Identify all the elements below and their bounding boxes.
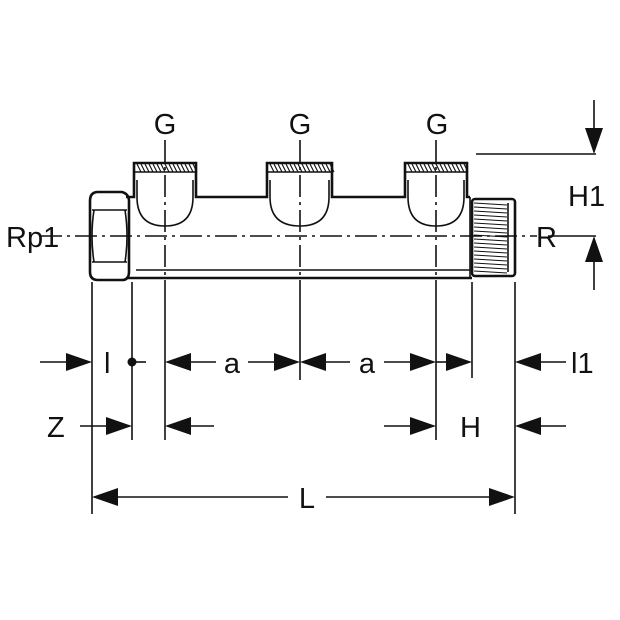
thread-hatch-line — [473, 246, 508, 250]
thread-hatch-line — [427, 163, 433, 173]
thread-hatch-line — [473, 218, 508, 222]
thread-hatch-line — [473, 266, 508, 270]
thread-hatch-line — [439, 163, 445, 173]
thread-hatch-line — [269, 163, 275, 173]
thread-hatch-line — [459, 163, 465, 173]
thread-hatch-line — [184, 163, 190, 173]
thread-hatch-line — [455, 163, 461, 173]
thread-hatch-line — [473, 226, 508, 230]
label-g-left: G — [154, 109, 177, 141]
thread-hatch-line — [176, 163, 182, 173]
thread-hatch-line — [463, 163, 469, 173]
thread-hatch-line — [309, 163, 315, 173]
thread-hatch-line — [435, 163, 441, 173]
outlet-thread-hatching — [134, 163, 469, 173]
label-h1: H1 — [568, 181, 605, 213]
thread-hatch-line — [473, 238, 508, 242]
thread-hatch-line — [281, 163, 287, 173]
label-l-total: L — [299, 483, 315, 515]
thread-hatch-line — [140, 163, 146, 173]
thread-hatch-line — [473, 270, 508, 274]
thread-hatch-line — [473, 262, 508, 266]
thread-hatch-line — [152, 163, 158, 173]
thread-hatch-line — [313, 163, 319, 173]
thread-hatch-line — [273, 163, 279, 173]
thread-hatch-line — [451, 163, 457, 173]
label-a-first: a — [224, 348, 241, 380]
thread-hatch-line — [473, 250, 508, 254]
male-thread-end — [470, 197, 517, 278]
thread-hatch-line — [325, 163, 331, 173]
thread-hatch-line — [473, 214, 508, 218]
label-g-middle: G — [289, 109, 312, 141]
thread-hatch-line — [473, 210, 508, 214]
thread-hatch-line — [301, 163, 307, 173]
thread-hatch-line — [293, 163, 299, 173]
label-h: H — [460, 412, 481, 444]
thread-hatch-line — [289, 163, 295, 173]
label-g-right: G — [426, 109, 449, 141]
label-l-small: l — [104, 348, 110, 380]
thread-hatch-line — [285, 163, 291, 173]
thread-hatch-line — [431, 163, 437, 173]
dimension-lines — [40, 100, 603, 506]
thread-hatch-line — [192, 163, 198, 173]
thread-hatch-line — [473, 242, 508, 246]
thread-hatch-line — [411, 163, 417, 173]
thread-hatch-line — [168, 163, 174, 173]
thread-hatch-line — [407, 163, 413, 173]
thread-hatch-line — [473, 206, 508, 210]
label-l1: l1 — [571, 348, 594, 380]
thread-hatch-line — [172, 163, 178, 173]
label-z: Z — [47, 412, 65, 444]
thread-hatch-line — [473, 202, 508, 206]
thread-hatch-line — [415, 163, 421, 173]
thread-hatch-line — [329, 163, 335, 173]
thread-hatch-line — [277, 163, 283, 173]
label-rp1: Rp1 — [6, 222, 59, 254]
dimension-labels: G G G Rp1 R H1 l a a l1 Z H L — [6, 109, 605, 515]
centre-point-marker — [127, 357, 137, 367]
label-r: R — [536, 222, 557, 254]
thread-hatch-line — [473, 230, 508, 234]
thread-hatch-line — [180, 163, 186, 173]
thread-hatch-line — [419, 163, 425, 173]
thread-hatch-line — [447, 163, 453, 173]
thread-hatch-line — [148, 163, 154, 173]
thread-hatch-line — [144, 163, 150, 173]
label-a-second: a — [359, 348, 376, 380]
thread-hatch-line — [473, 254, 508, 258]
thread-hatch-line — [423, 163, 429, 173]
thread-hatch-line — [473, 222, 508, 226]
manifold-body — [126, 161, 472, 280]
thread-hatch-line — [160, 163, 166, 173]
thread-hatch-line — [317, 163, 323, 173]
extension-lines — [91, 153, 596, 514]
thread-hatch-line — [443, 163, 449, 173]
thread-hatch-line — [188, 163, 194, 173]
thread-hatch-line — [136, 163, 142, 173]
thread-hatch-line — [473, 258, 508, 262]
thread-hatch-line — [156, 163, 162, 173]
thread-hatch-line — [321, 163, 327, 173]
thread-hatch-line — [164, 163, 170, 173]
thread-hatch-line — [305, 163, 311, 173]
center-lines — [40, 140, 537, 298]
